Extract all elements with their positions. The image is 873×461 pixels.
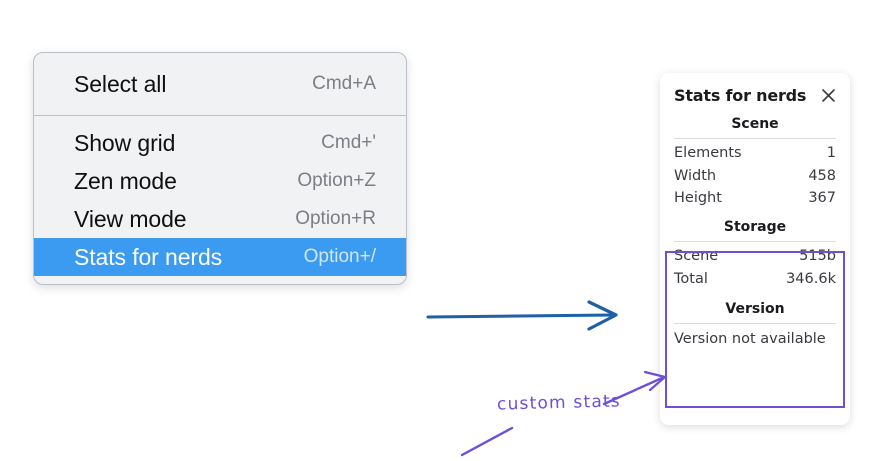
stat-row: Width 458 [674,165,836,188]
menu-item-shortcut: Option+/ [303,246,376,267]
menu-item-zen-mode[interactable]: Zen mode Option+Z [34,162,406,200]
menu-item-shortcut: Option+R [295,208,376,229]
stat-value: 458 [808,167,836,184]
stat-row: Elements 1 [674,142,836,165]
stats-panel-title: Stats for nerds [674,86,807,105]
stats-storage-section: Storage Scene 515b Total 346.6k [660,210,850,290]
menu-item-show-grid[interactable]: Show grid Cmd+' [34,124,406,162]
stat-key: Total [674,270,708,287]
blue-arrow-annotation [426,300,618,331]
menu-item-shortcut: Cmd+' [321,132,376,153]
version-heading: Version [725,301,785,318]
stat-value: 1 [826,145,836,161]
context-menu: Select all Cmd+A Show grid Cmd+' Zen mod… [33,52,407,285]
version-rule [674,323,836,325]
stat-value: 346.6k [786,270,836,287]
stats-panel-header: Stats for nerds [660,73,850,111]
menu-item-label: Select all [74,70,167,97]
stat-value: 367 [808,190,836,207]
menu-group-2: Show grid Cmd+' Zen mode Option+Z View m… [34,116,406,284]
menu-item-label: Stats for nerds [74,243,223,270]
menu-item-label: Show grid [74,129,176,156]
scene-heading: Scene [731,116,779,132]
stats-for-nerds-panel: Stats for nerds Scene Elements 1 Width 4… [660,73,850,425]
stats-scene-section: Scene Elements 1 Width 458 Height 367 [660,111,850,210]
stat-key: Width [674,167,717,184]
menu-item-select-all[interactable]: Select all Cmd+A [34,65,406,103]
stat-key: Height [674,190,722,207]
stat-row: Height 367 [674,187,836,210]
menu-item-label: Zen mode [74,167,177,194]
menu-item-stats-for-nerds[interactable]: Stats for nerds Option+/ [34,238,406,276]
stat-row: Scene 515b [674,245,836,268]
stat-key: Elements [674,145,742,161]
storage-heading: Storage [723,219,787,236]
storage-rule [674,241,836,243]
menu-item-shortcut: Cmd+A [312,73,376,94]
menu-group-1: Select all Cmd+A [34,53,406,115]
menu-item-view-mode[interactable]: View mode Option+R [34,200,406,238]
menu-item-shortcut: Option+Z [297,170,376,191]
custom-stats-annotation-label: custom stats [496,391,622,415]
version-text: Version not available [674,331,826,348]
menu-divider [34,115,406,116]
purple-underline-annotation [460,426,514,457]
scene-rule [674,138,836,139]
stats-version-section: Version Version not available [660,290,850,350]
stat-key: Scene [674,248,719,265]
menu-item-label: View mode [74,205,187,232]
stat-value: 515b [799,248,836,265]
stat-row: Total 346.6k [674,268,836,291]
close-icon[interactable] [820,87,837,104]
